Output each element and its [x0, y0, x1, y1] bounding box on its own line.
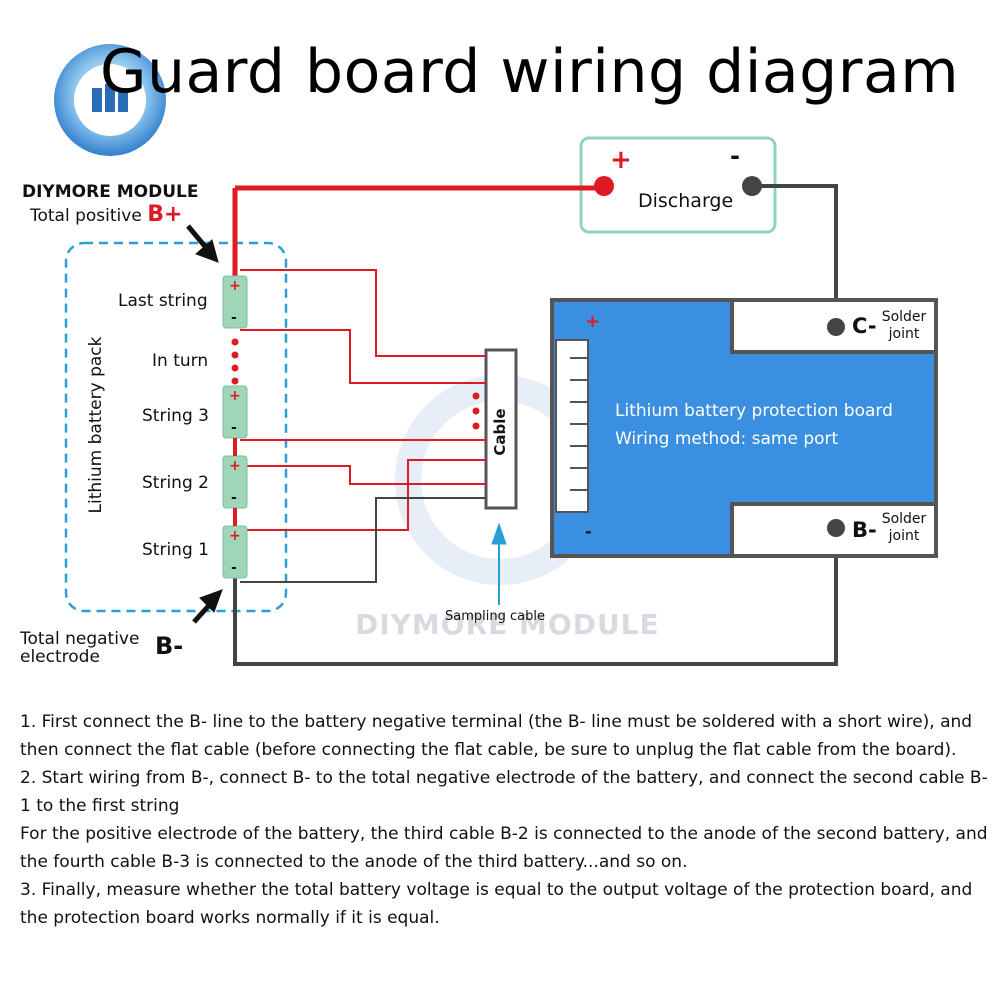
c-minus-pad	[827, 318, 845, 336]
sampling-cable-label: Sampling cable	[445, 609, 545, 624]
connector-pins	[570, 357, 588, 491]
cell-2-plus: +	[229, 458, 241, 474]
arrow-sampling-cable	[491, 522, 507, 605]
cable-label: Cable	[491, 408, 509, 456]
discharge-plus-terminal	[594, 176, 614, 196]
balance-wire-2	[240, 465, 486, 485]
discharge-plus-sign: +	[610, 145, 632, 175]
balance-wire-last-neg	[240, 329, 486, 384]
board-minus-sign: -	[585, 522, 592, 541]
b-minus-symbol: B-	[155, 632, 184, 660]
board-plus-sign: +	[585, 311, 601, 332]
string-2-label: String 2	[142, 473, 209, 493]
balance-wire-neg	[240, 497, 486, 583]
c-minus-wire	[752, 184, 838, 327]
positive-main-wire	[232, 185, 604, 280]
string-3-label: String 3	[142, 406, 209, 426]
b-plus-symbol: B+	[147, 202, 183, 227]
cell-1-minus: -	[231, 560, 237, 576]
c-minus-label: C-	[852, 314, 877, 338]
cell-last-minus: -	[231, 310, 237, 326]
total-positive-label: Total positive B+	[30, 202, 182, 227]
last-string-label: Last string	[118, 291, 208, 311]
b-minus-label: B-	[852, 518, 877, 542]
instruction-3: 3. Finally, measure whether the total ba…	[20, 880, 973, 928]
in-turn-dots	[231, 338, 239, 385]
board-wiring-method: Wiring method: same port	[615, 429, 839, 449]
balance-wire-1	[240, 459, 486, 531]
total-positive-text: Total positive	[30, 206, 142, 226]
balance-wire-last	[240, 269, 486, 357]
discharge-minus-sign: -	[730, 142, 740, 170]
c-solder-joint-label: Solder joint	[881, 309, 927, 342]
cable-plug	[484, 348, 518, 510]
brand-name: DIYMORE MODULE	[22, 182, 199, 202]
cell-3-plus: +	[229, 388, 241, 404]
discharge-minus-terminal	[742, 176, 762, 196]
string-1-label: String 1	[142, 540, 209, 560]
instruction-2: 2. Start wiring from B-, connect B- to t…	[20, 768, 988, 816]
board-connector	[555, 339, 589, 513]
arrow-b-minus	[192, 589, 223, 624]
cell-last	[222, 275, 248, 329]
cell-1-plus: +	[229, 528, 241, 544]
in-turn-label: In turn	[152, 351, 209, 371]
instruction-1: 1. First connect the B- line to the batt…	[20, 712, 973, 760]
discharge-label: Discharge	[638, 190, 734, 212]
battery-pack-label: Lithium battery pack	[86, 336, 106, 514]
cell-last-plus: +	[229, 278, 241, 294]
brand-logo	[54, 44, 166, 156]
arrow-b-plus	[186, 224, 219, 263]
watermark-text: DIYMORE MODULE	[355, 608, 660, 641]
b-minus-wire	[233, 530, 838, 666]
battery-pack-outline	[64, 241, 288, 613]
cell-3-minus: -	[231, 420, 237, 436]
b-solder-joint-label: Solder joint	[881, 511, 927, 544]
page-title: Guard board wiring diagram	[100, 37, 960, 107]
instructions: 1. First connect the B- line to the batt…	[20, 708, 988, 932]
cell-2-minus: -	[231, 490, 237, 506]
b-minus-pad	[827, 519, 845, 537]
wiring-diagram	[64, 136, 938, 666]
cable-plug-dots	[472, 392, 480, 430]
total-negative-label: Total negative electrode	[20, 629, 140, 667]
instruction-2b: For the positive electrode of the batter…	[20, 824, 988, 872]
board-title: Lithium battery protection board	[615, 401, 893, 421]
